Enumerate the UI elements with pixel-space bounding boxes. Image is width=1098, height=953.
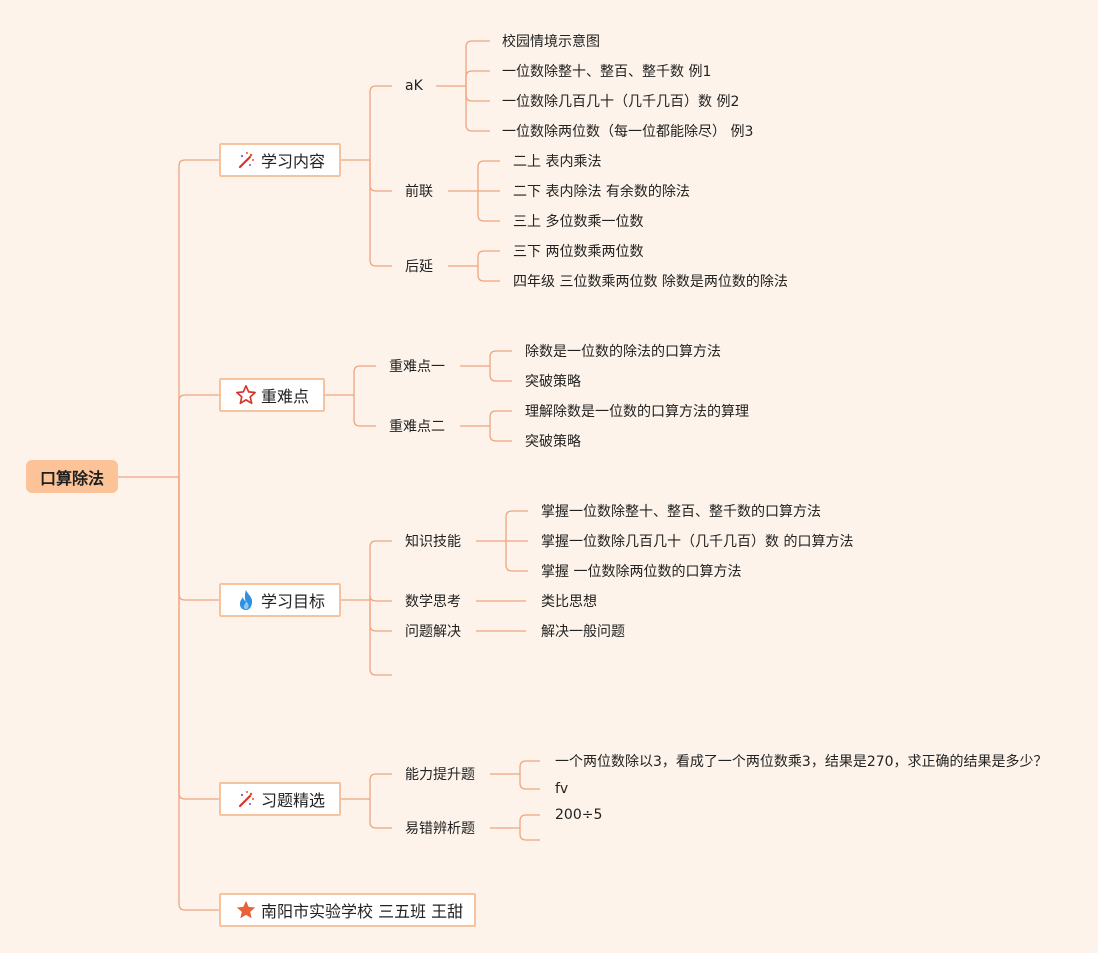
qianlian-link-leaf [477,191,500,222]
root-link-leaf [178,159,219,477]
topic-qianlian[interactable]: 前联 [405,184,433,200]
branch-label: 重难点 [261,387,310,406]
nd1-link-leaf [489,350,512,366]
topic-wentijiejue[interactable]: 问题解决 [405,624,461,640]
item-qianlian-2[interactable]: 二下 表内除法 有余数的除法 [513,184,690,200]
topic-zhongnandian-2[interactable]: 重难点二 [389,419,445,435]
star-filled-icon [235,899,257,921]
item-li1[interactable]: 一位数除整十、整百、整千数 例1 [502,64,712,80]
b3-link-leaf [369,799,392,829]
b2-link-leaf [369,540,392,600]
qianlian-link-leaf [477,160,500,191]
topic-zhishijineng[interactable]: 知识技能 [405,534,461,550]
topic-houyan[interactable]: 后延 [405,259,433,275]
star-outline-icon [235,384,257,406]
magic-wand-icon [235,788,257,810]
item-zs-1[interactable]: 掌握一位数除整十、整百、整千数的口算方法 [541,504,821,520]
topic-zhongnandian-1[interactable]: 重难点一 [389,359,445,375]
topic-shuxuesikao[interactable]: 数学思考 [405,594,461,610]
nengli-link-leaf [519,774,540,790]
nd1-link-leaf [489,366,512,382]
yicuo-link-leaf [519,828,540,841]
houyan-link-leaf [477,250,500,266]
b1-link-leaf [353,365,376,395]
nengli-link-leaf [519,760,540,774]
item-zs-3[interactable]: 掌握 一位数除两位数的口算方法 [541,564,742,580]
item-nengli-1[interactable]: 一个两位数除以3，看成了一个两位数乘3，结果是270，求正确的结果是多少？ [555,754,1048,770]
item-houyan-2[interactable]: 四年级 三位数乘两位数 除数是两位数的除法 [513,274,788,290]
item-li2[interactable]: 一位数除几百几十（几千几百）数 例2 [502,94,740,110]
b0-link-leaf [369,160,392,267]
b0-link-leaf [369,160,392,192]
branch-zhongnandian[interactable]: 重难点 [219,378,325,412]
branch-label: 学习目标 [260,592,325,611]
item-sikao-1[interactable]: 类比思想 [541,594,597,610]
topic-yicuo[interactable]: 易错辨析题 [405,821,475,837]
item-zs-2[interactable]: 掌握一位数除几百几十（几千几百）数 的口算方法 [541,534,854,550]
item-nd2-2[interactable]: 突破策略 [525,434,581,450]
zs-link-leaf [505,541,528,572]
branch-label: 南阳市实验学校 三五班 王甜 [261,902,464,921]
item-qianlian-1[interactable]: 二上 表内乘法 [513,154,602,170]
topic-nengli[interactable]: 能力提升题 [405,767,475,783]
b2-link-leaf [369,594,392,602]
root-node[interactable]: 口算除法 [26,460,118,493]
nd2-link-leaf [489,410,512,426]
item-li3[interactable]: 一位数除两位数（每一位都能除尽） 例3 [502,124,754,140]
root-link-leaf [178,394,219,477]
nd2-link-leaf [489,426,512,442]
b0-link-leaf [369,85,392,160]
branch-author[interactable]: 南阳市实验学校 三五班 王甜 [219,893,476,927]
root-label: 口算除法 [39,468,104,488]
houyan-link-leaf [477,266,500,282]
item-nd1-2[interactable]: 突破策略 [525,374,581,390]
topic-ak[interactable]: aK [405,78,423,94]
item-qianlian-3[interactable]: 三上 多位数乘一位数 [513,214,644,230]
yicuo-link-leaf [519,814,540,828]
item-nd2-1[interactable]: 理解除数是一位数的口算方法的算理 [525,404,749,420]
ak-link-leaf [465,70,490,86]
b1-link-leaf [353,395,376,427]
item-jiejue-1[interactable]: 解决一般问题 [541,624,625,640]
branch-label: 学习内容 [260,152,325,171]
item-nengli-2[interactable]: fv [555,781,569,797]
ak-link-leaf [465,86,490,102]
item-yicuo-1[interactable]: 200÷5 [555,807,603,823]
flame-icon [235,589,257,611]
branch-xitijingxuan[interactable]: 习题精选 [219,782,341,816]
item-nd1-1[interactable]: 除数是一位数的除法的口算方法 [525,344,721,360]
root-link-leaf [178,477,219,800]
zs-link-leaf [505,510,528,541]
b2-link-leaf [369,600,392,676]
root-link-leaf [178,477,219,911]
ak-link-leaf [465,40,490,86]
branch-xuexineirong[interactable]: 学习内容 [219,143,341,177]
b3-link-leaf [369,773,392,799]
b2-link-leaf [369,600,392,632]
magic-wand-icon [235,149,257,171]
item-houyan-1[interactable]: 三下 两位数乘两位数 [513,244,644,260]
ak-link-leaf [465,86,490,132]
root-link-leaf [178,477,219,601]
item-xiaoyuan[interactable]: 校园情境示意图 [502,34,600,50]
branch-label: 习题精选 [260,791,325,810]
branch-xuexímubiao[interactable]: 学习目标 [219,583,341,617]
